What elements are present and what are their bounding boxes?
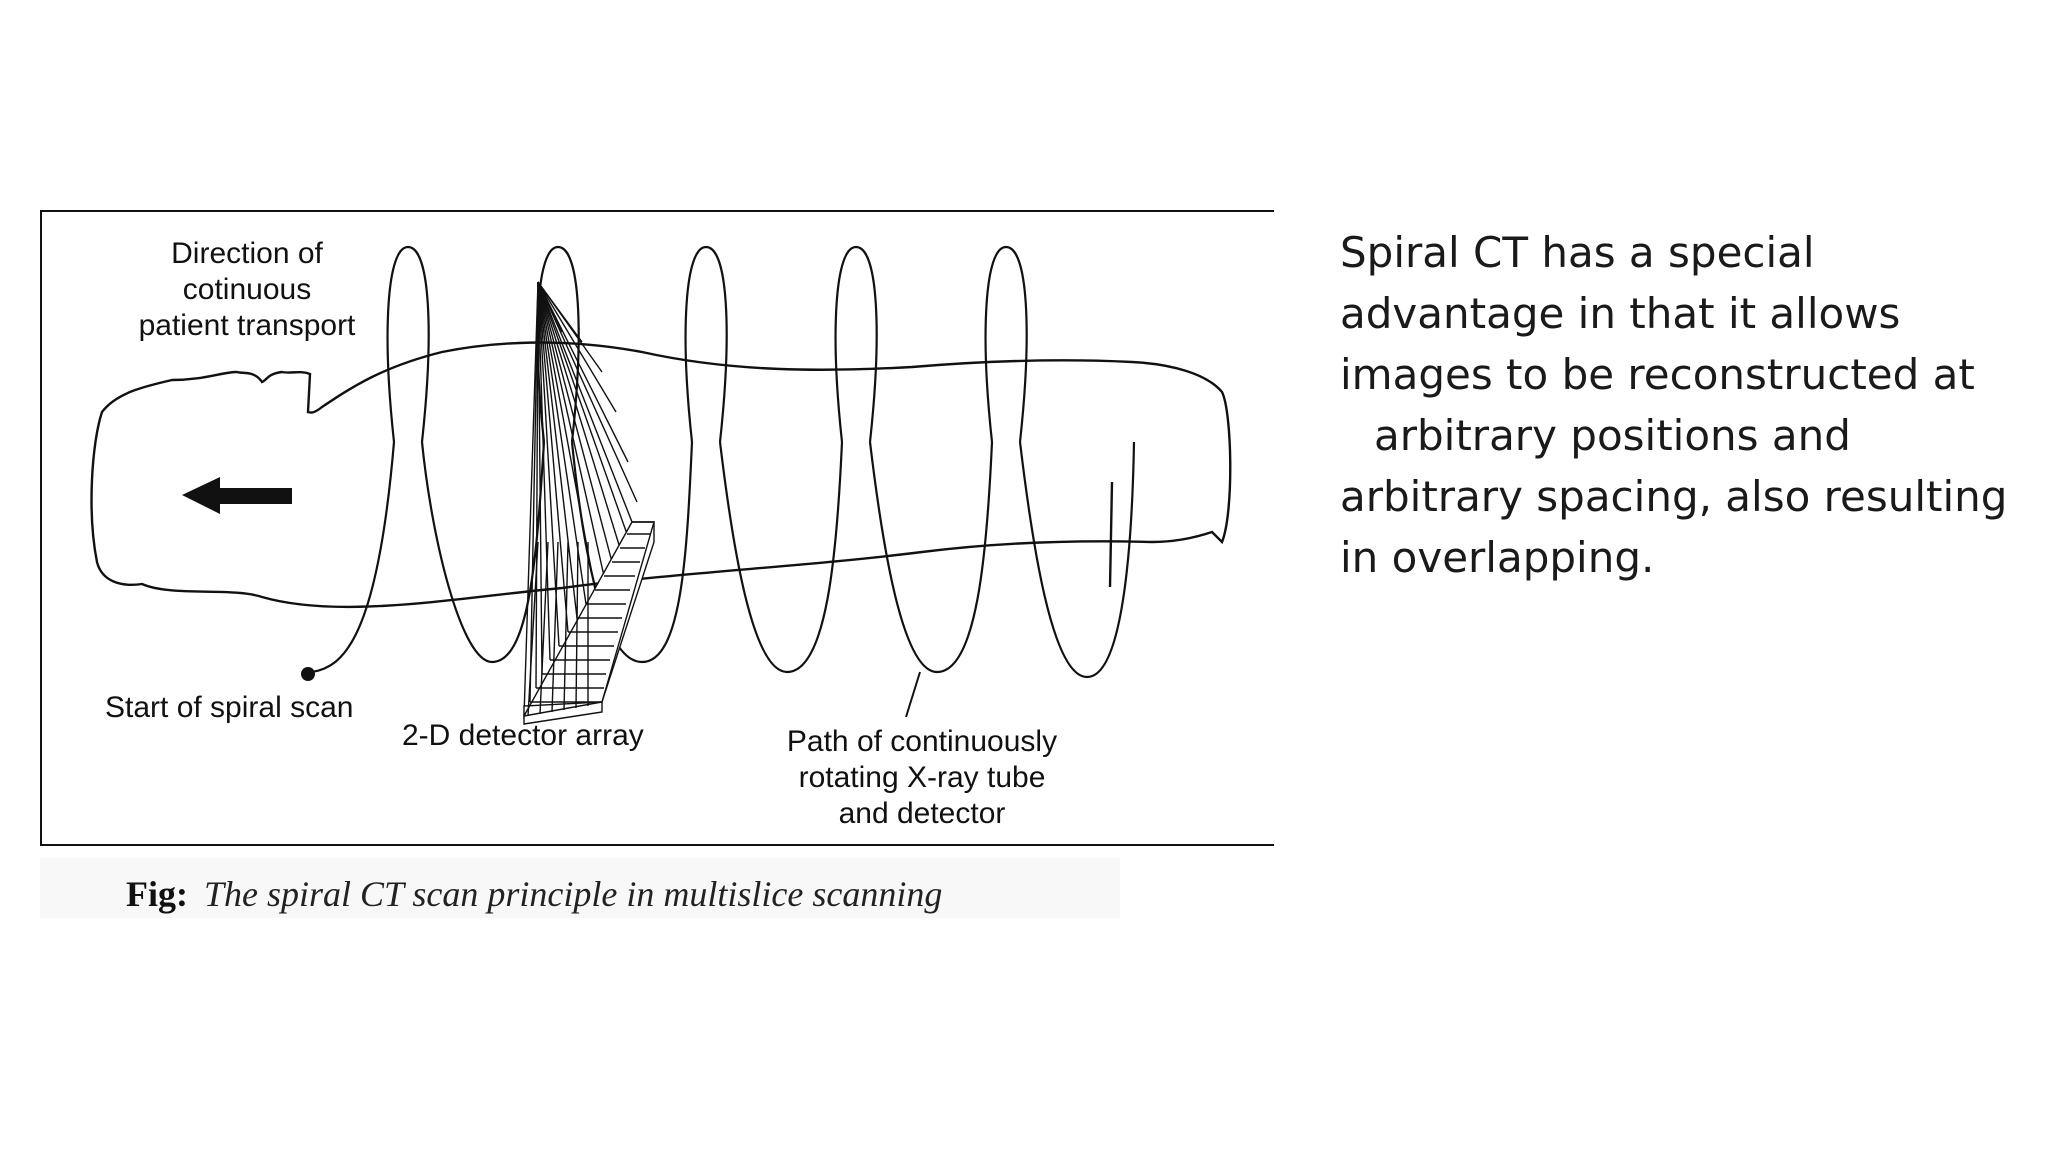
direction-label-line-1: Direction of	[171, 237, 323, 270]
path-label: Path of continuously rotating X-ray tube…	[742, 724, 1102, 832]
leg-line	[1108, 481, 1114, 588]
description-text: Spiral CT has a special advantage in tha…	[1340, 222, 2020, 588]
description-line-5: arbitrary spacing, also resulting	[1340, 472, 2008, 521]
spiral-ct-diagram	[90, 245, 1232, 725]
start-label: Start of spiral scan	[105, 691, 354, 724]
description-line-4: arbitrary positions and	[1374, 411, 1851, 460]
description-line-3: images to be reconstructed at	[1340, 350, 1975, 399]
description-line-6: in overlapping.	[1340, 533, 1655, 582]
spiral-start-dot	[301, 667, 315, 681]
direction-label-line-3: patient transport	[138, 309, 356, 342]
path-label-line-3: and detector	[838, 797, 1006, 830]
figure-caption: Fig: The spiral CT scan principle in mul…	[40, 858, 1120, 918]
spiral-path	[311, 245, 1136, 679]
description-line-1: Spiral CT has a special	[1340, 228, 1815, 277]
patient-outline	[90, 341, 1232, 609]
xray-fan-beam	[523, 281, 638, 717]
description-line-2: advantage in that it allows	[1340, 289, 1901, 338]
figure-panel: Direction of cotinuous patient transport…	[40, 210, 1274, 846]
caption-text: The spiral CT scan principle in multisli…	[204, 874, 943, 914]
caption-prefix: Fig:	[126, 874, 188, 914]
direction-label-line-2: cotinuous	[182, 273, 312, 306]
direction-label: Direction of cotinuous patient transport	[87, 236, 407, 344]
path-leader-line	[905, 671, 921, 718]
path-label-line-1: Path of continuously	[786, 725, 1058, 758]
detector-array	[523, 521, 655, 725]
arrow-left-icon	[182, 477, 292, 514]
detector-label: 2-D detector array	[402, 719, 644, 752]
path-label-line-2: rotating X-ray tube	[798, 761, 1046, 794]
